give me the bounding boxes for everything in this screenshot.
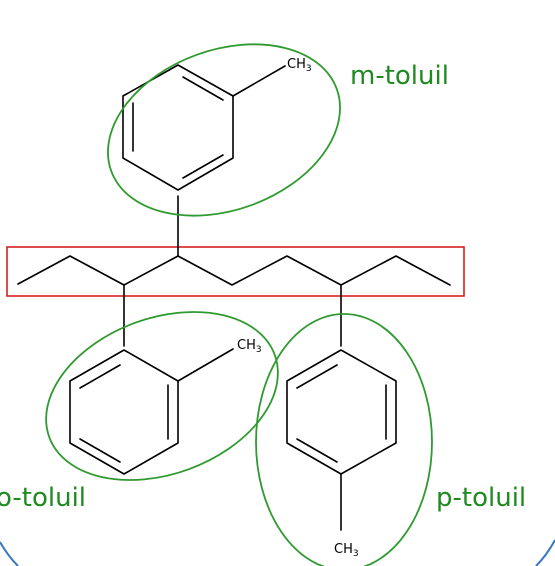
- p-toluil-label: p-toluil: [436, 483, 526, 513]
- p-tolyl-highlight: [255, 313, 433, 566]
- meta-methyl-label: CH3: [287, 57, 312, 74]
- frame-edge-right: [535, 539, 555, 566]
- o-toluil-label: o-toluil: [0, 483, 86, 513]
- ortho-methyl-bond: [177, 348, 234, 382]
- o-tolyl-group: CH3: [69, 284, 262, 475]
- para-ring: [286, 349, 397, 475]
- para-methyl-label: CH3: [334, 542, 359, 559]
- o-tolyl-highlight: [45, 311, 279, 481]
- meta-ring: [122, 64, 234, 191]
- meta-methyl-bond: [232, 65, 286, 97]
- p-tolyl-group: CH3: [286, 284, 397, 559]
- main-chain-bonds: [17, 255, 451, 286]
- main-chain-box: [6, 246, 465, 297]
- ortho-ring: [69, 349, 179, 475]
- main-chain: [17, 255, 451, 286]
- frame-edge-left: [0, 541, 19, 566]
- m-toluil-label: m-toluil: [350, 61, 449, 91]
- m-tolyl-group: CH3: [122, 57, 312, 257]
- m-tolyl-highlight: [107, 43, 341, 217]
- ortho-methyl-label: CH3: [237, 338, 262, 355]
